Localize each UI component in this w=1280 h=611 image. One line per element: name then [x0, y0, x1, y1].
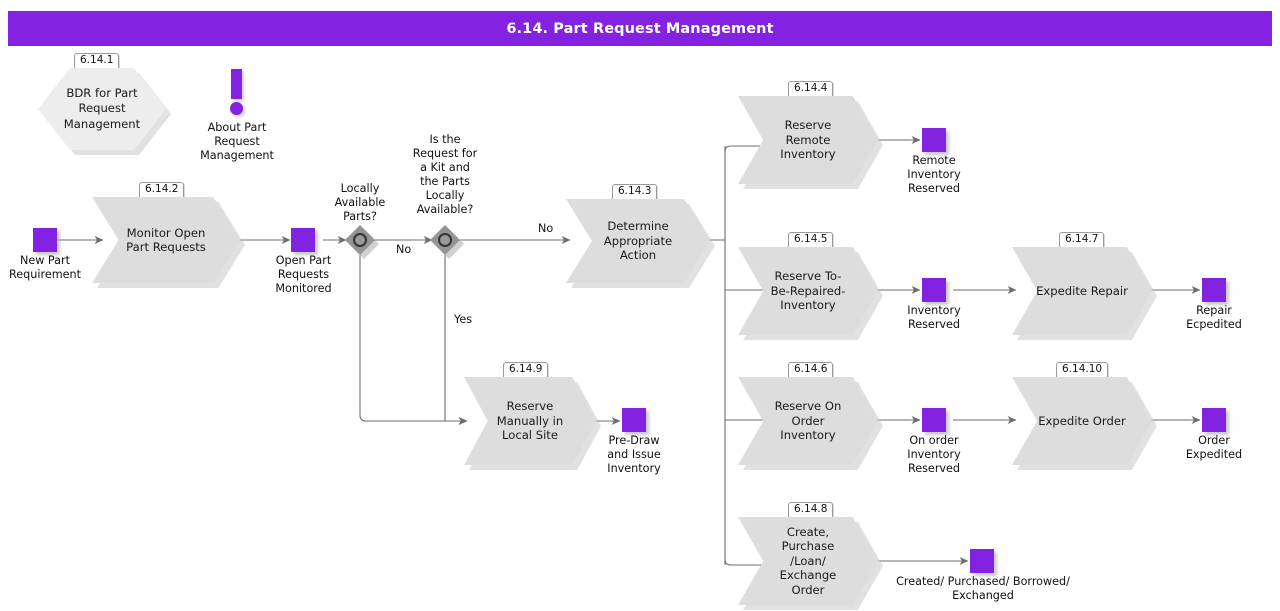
event-label-open-part-requests-monitored: Open Part Requests Monitored — [275, 254, 332, 295]
flow-label-g2-yes: Yes — [454, 313, 473, 326]
gateway-caption-kit-parts-locally-available: Is the Request for a Kit and the Parts L… — [412, 133, 478, 216]
event-inventory-reserved[interactable] — [922, 278, 946, 302]
task-label: Reserve Manually in Local Site — [496, 399, 564, 443]
task-label: Reserve To- Be-Repaired- Inventory — [770, 269, 846, 313]
task-reserve-manually-in-local-site[interactable]: Reserve Manually in Local Site — [464, 377, 601, 470]
task-determine-appropriate-action[interactable]: Determine Appropriate Action — [566, 199, 715, 288]
task-expedite-repair[interactable]: Expedite Repair — [1012, 247, 1157, 340]
gateway-kit-parts-locally-available[interactable] — [430, 225, 464, 259]
flow-label-g1-no: No — [396, 243, 412, 256]
event-new-part-requirement[interactable] — [33, 228, 57, 252]
task-expedite-order[interactable]: Expedite Order — [1012, 377, 1157, 470]
event-created-purchased-borrowed-exchanged[interactable] — [970, 549, 994, 573]
event-label-remote-inventory-reserved: Remote Inventory Reserved — [907, 154, 961, 195]
badge-task-6-14-6: 6.14.6 — [788, 362, 834, 379]
event-on-order-inventory-reserved[interactable] — [922, 408, 946, 432]
task-reserve-remote-inventory[interactable]: Reserve Remote Inventory — [738, 96, 883, 189]
task-label: Expedite Repair — [1036, 283, 1128, 298]
event-label-new-part-requirement: New Part Requirement — [9, 254, 81, 281]
task-label: Determine Appropriate Action — [603, 219, 673, 263]
bdr-hexagon[interactable]: BDR for Part Request Management — [38, 68, 171, 155]
event-pre-draw-and-issue-inventory[interactable] — [622, 408, 646, 432]
exclamation-bar — [231, 69, 242, 99]
gateway-inclusive-ring-icon — [438, 233, 452, 247]
badge-task-6-14-8: 6.14.8 — [788, 502, 834, 519]
page-title: 6.14. Part Request Management — [506, 20, 774, 37]
event-open-part-requests-monitored[interactable] — [291, 228, 315, 252]
task-label: Monitor Open Part Requests — [126, 225, 206, 254]
diagram-title-bar: 6.14. Part Request Management — [8, 11, 1272, 46]
badge-task-6-14-10: 6.14.10 — [1056, 362, 1109, 379]
exclamation-dot — [230, 102, 243, 115]
event-repair-ecpedited[interactable] — [1202, 278, 1226, 302]
event-label-repair-ecpedited: Repair Ecpedited — [1186, 304, 1242, 331]
task-monitor-open-part-requests[interactable]: Monitor Open Part Requests — [92, 197, 245, 288]
task-reserve-to-be-repaired-inventory[interactable]: Reserve To- Be-Repaired- Inventory — [738, 247, 883, 340]
event-order-expedited[interactable] — [1202, 408, 1226, 432]
task-create-purchase-loan-exchange-order[interactable]: Create, Purchase /Loan/ Exchange Order — [738, 517, 883, 610]
event-label-pre-draw-and-issue-inventory: Pre-Draw and Issue Inventory — [607, 434, 661, 475]
flow-label-g2-no: No — [538, 222, 554, 235]
event-label-on-order-inventory-reserved: On order Inventory Reserved — [907, 434, 961, 475]
task-label: Expedite Order — [1038, 413, 1126, 428]
annotation-label: About Part Request Management — [200, 121, 274, 162]
gateway-caption-locally-available-parts: Locally Available Parts? — [334, 182, 386, 223]
task-label: Create, Purchase /Loan/ Exchange Order — [779, 524, 837, 597]
event-label-inventory-reserved: Inventory Reserved — [907, 304, 961, 331]
gateway-locally-available-parts[interactable] — [345, 225, 379, 259]
bdr-label: BDR for Part Request Management — [63, 86, 141, 131]
task-label: Reserve On Order Inventory — [774, 399, 842, 443]
gateway-inclusive-ring-icon — [353, 233, 367, 247]
event-remote-inventory-reserved[interactable] — [922, 128, 946, 152]
exclamation-mark-icon — [225, 69, 249, 117]
task-reserve-on-order-inventory[interactable]: Reserve On Order Inventory — [738, 377, 883, 470]
event-label-created-purchased-borrowed-exchanged: Created/ Purchased/ Borrowed/ Exchanged — [896, 575, 1070, 602]
badge-task-6-14-3: 6.14.3 — [612, 184, 658, 201]
task-label: Reserve Remote Inventory — [780, 118, 836, 162]
event-label-order-expedited: Order Expedited — [1185, 434, 1243, 461]
